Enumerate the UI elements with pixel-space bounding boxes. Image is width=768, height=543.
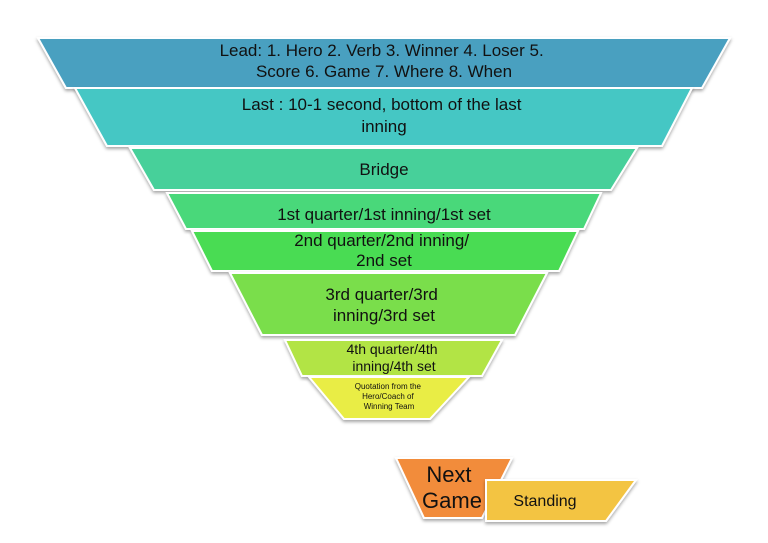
quotation-line-3: Winning Team bbox=[364, 402, 415, 411]
svg-text:3rd quarter/3rd inning/3: 3rd quarter/3rd inning/3rd set bbox=[325, 285, 442, 325]
pyramid-segment-quotation: Quotation from the Hero/Coach of Winning… bbox=[306, 376, 472, 420]
pyramid-segment-third-quarter: 3rd quarter/3rd inning/3rd set bbox=[228, 272, 549, 336]
fourth-quarter-line-1: 4th quarter/4th bbox=[347, 341, 438, 357]
third-quarter-line-1: 3rd quarter/3rd bbox=[325, 285, 437, 304]
pyramid-segment-first-quarter: 1st quarter/1st inning/1st set bbox=[165, 192, 603, 230]
fourth-quarter-line-2: inning/4th set bbox=[352, 358, 435, 374]
quotation-line-1: Quotation from the bbox=[355, 382, 422, 391]
next-game-line-1: Next bbox=[426, 462, 471, 487]
svg-text:Standing: Standing bbox=[513, 493, 576, 510]
pyramid-segment-second-quarter: 2nd quarter/2nd inning/ 2nd set bbox=[190, 230, 580, 272]
bridge-label: Bridge bbox=[359, 160, 408, 179]
lead-line-2: Score 6. Game 7. Where 8. When bbox=[256, 62, 512, 81]
lead-line-1: Lead: 1. Hero 2. Verb 3. Winner 4. Loser… bbox=[220, 41, 544, 60]
svg-text:4th quarter/4th inning/4: 4th quarter/4th inning/4th set bbox=[347, 341, 442, 374]
last-line-2: inning bbox=[361, 117, 406, 136]
quotation-line-2: Hero/Coach of bbox=[362, 392, 414, 401]
second-quarter-line-2: 2nd set bbox=[356, 251, 412, 270]
pyramid-segment-bridge: Bridge bbox=[128, 147, 639, 191]
svg-text:Lead: 1. Hero 2. Verb 3. Winne: Lead: 1. Hero 2. Verb 3. Winner 4. Loser… bbox=[220, 41, 549, 81]
svg-text:Quotation from the Hero/: Quotation from the Hero/Coach of Winning… bbox=[355, 382, 424, 411]
standing-label: Standing bbox=[513, 493, 576, 510]
standing-box: Standing bbox=[485, 479, 638, 522]
third-quarter-line-2: inning/3rd set bbox=[333, 306, 435, 325]
pyramid-segment-lead: Lead: 1. Hero 2. Verb 3. Winner 4. Loser… bbox=[36, 37, 732, 89]
svg-text:2nd quarter/2nd inning/: 2nd quarter/2nd inning/ 2nd set bbox=[294, 231, 474, 270]
svg-text:1st quarter/1st inning/1st set: 1st quarter/1st inning/1st set bbox=[277, 205, 491, 224]
svg-text:Bridge: Bridge bbox=[359, 160, 408, 179]
next-game-line-2: Game bbox=[422, 488, 482, 513]
svg-text:Last : 10-1 second, bottom of: Last : 10-1 second, bottom of the last i… bbox=[242, 95, 526, 136]
second-quarter-line-1: 2nd quarter/2nd inning/ bbox=[294, 231, 469, 250]
last-line-1: Last : 10-1 second, bottom of the last bbox=[242, 95, 522, 114]
next-game-box: Next Game bbox=[394, 457, 514, 519]
pyramid-segment-fourth-quarter: 4th quarter/4th inning/4th set bbox=[283, 339, 504, 377]
svg-text:Next Game: Next Game bbox=[422, 462, 482, 513]
first-quarter-label: 1st quarter/1st inning/1st set bbox=[277, 205, 491, 224]
pyramid-segment-last: Last : 10-1 second, bottom of the last i… bbox=[73, 87, 694, 147]
